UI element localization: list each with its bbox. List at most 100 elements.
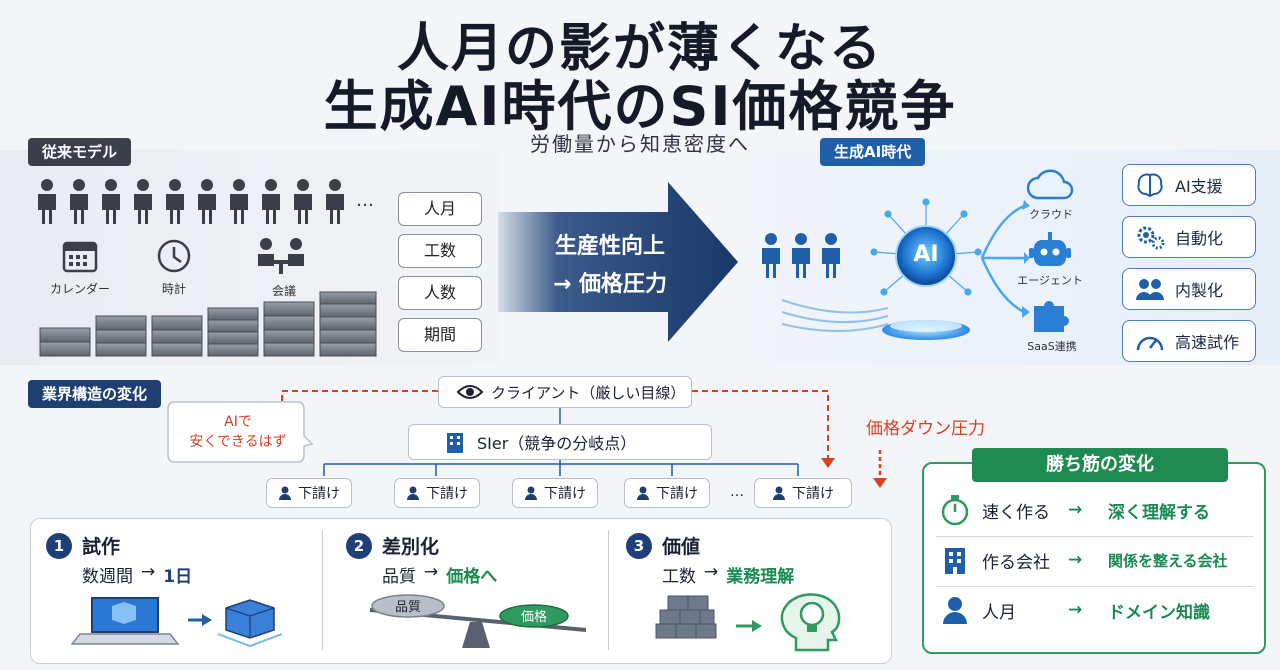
sier-box: SIer（競争の分岐点）	[408, 424, 712, 460]
productivity-arrow	[498, 182, 738, 342]
scale-right-label: 価格	[520, 610, 547, 625]
stage-2-from: 品質	[382, 567, 416, 587]
calendar-label: カレンダー	[49, 282, 110, 296]
scale-left-label: 品質	[394, 600, 421, 615]
bubble-line1: AIで	[224, 414, 252, 430]
person-icon	[279, 486, 291, 500]
insourcing-card: 内製化	[1122, 268, 1256, 310]
industry-connectors	[281, 390, 887, 488]
person-icon	[525, 486, 537, 500]
subcontractor-label: 下請け	[656, 486, 698, 502]
winning-strategy-panel	[922, 462, 1266, 654]
automation-label: 自動化	[1175, 229, 1224, 248]
worker-icon	[262, 179, 280, 224]
ai-core	[870, 198, 982, 340]
stage-1-change: 数週間 → 1日	[82, 562, 192, 587]
worker-icon	[38, 179, 56, 224]
stage-2-number: 2	[346, 533, 372, 559]
rapid-prototyping-label: 高速試作	[1175, 333, 1240, 352]
worker-icon	[326, 179, 344, 224]
winning-row-2-from: 作る会社	[982, 552, 1050, 573]
winning-row-2-to: 関係を整える会社	[1108, 551, 1228, 570]
genai-era-tag: 生成AI時代	[820, 138, 926, 166]
worker-icon	[134, 179, 152, 224]
subcontractor-2: 下請け	[394, 478, 480, 508]
blocks-to-lightbulb	[655, 593, 841, 652]
gears-icon	[1137, 226, 1165, 250]
arrow-line2: → 価格圧力	[552, 272, 668, 297]
building-icon	[447, 433, 463, 453]
stage-3-to: 業務理解	[726, 567, 795, 587]
stage-3-title: 価値	[662, 536, 701, 558]
subtitle: 労働量から知恵密度へ	[530, 132, 750, 156]
arrow-line1: 生産性向上	[554, 234, 665, 259]
winning-row-1: 速く作る → 深く理解する	[940, 494, 1252, 526]
workers-row	[38, 179, 344, 224]
stopwatch-icon	[941, 495, 969, 526]
price-pressure-label: 価格ダウン圧力	[866, 419, 985, 439]
worker-icon	[102, 179, 120, 224]
puzzle-icon	[1034, 301, 1069, 332]
brain-icon	[1137, 173, 1163, 198]
subcontractor-label: 下請け	[426, 486, 468, 502]
stage-3-from: 工数	[662, 567, 696, 587]
worker-icon	[198, 179, 216, 224]
balance-scale	[369, 594, 587, 648]
worker-icon	[294, 179, 312, 224]
subcontractor-1: 下請け	[266, 478, 352, 508]
subcontractor-3: 下請け	[512, 478, 598, 508]
person-icon	[943, 597, 967, 624]
robot-icon	[1029, 232, 1071, 266]
clock-label: 時計	[161, 282, 186, 296]
pill-man-month: 人月	[398, 192, 482, 226]
stage-3-arrow: →	[704, 562, 719, 582]
agent-label: エージェント	[1017, 274, 1083, 287]
automation-card: 自動化	[1122, 216, 1256, 258]
stage-1-title: 試作	[82, 536, 121, 558]
stage-3-change: 工数 → 業務理解	[662, 562, 794, 587]
cloud-label: クラウド	[1029, 208, 1073, 221]
stage-1-to: 1日	[163, 567, 193, 587]
winning-row-1-to: 深く理解する	[1108, 502, 1210, 523]
winning-row-2: 作る会社 → 関係を整える会社	[940, 544, 1252, 576]
stage-3-number: 3	[626, 533, 652, 559]
cloud-icon	[1026, 169, 1074, 200]
stage-2-change: 品質 → 価格へ	[382, 562, 497, 587]
clock-icon	[157, 239, 191, 273]
subcontractor-4: 下請け	[624, 478, 710, 508]
stage-divider	[322, 530, 323, 650]
meeting-icon	[258, 238, 304, 274]
output-arrows	[980, 200, 1030, 318]
laptop-to-block	[70, 597, 283, 648]
worker-icon	[70, 179, 88, 224]
winning-row-2-arrow: →	[1068, 550, 1083, 570]
winning-row-3-arrow: →	[1068, 600, 1083, 620]
winning-row-1-from: 速く作る	[982, 502, 1050, 523]
client-box: クライアント（厳しい目線）	[438, 376, 692, 408]
meeting-label: 会議	[271, 284, 296, 298]
traditional-model-tag: 従来モデル	[28, 138, 132, 166]
pill-duration: 期間	[398, 318, 482, 352]
saas-label: SaaS連携	[1027, 340, 1077, 353]
stage-1-number: 1	[46, 533, 72, 559]
pill-headcount: 人数	[398, 276, 482, 310]
eye-icon	[457, 385, 483, 399]
building-icon	[945, 548, 965, 574]
ai-core-label: AI	[913, 242, 939, 267]
subcontractor-label: 下請け	[544, 486, 586, 502]
team-icon	[1136, 279, 1164, 300]
winning-title: 勝ち筋の変化	[972, 448, 1228, 482]
stage-2-title: 差別化	[382, 536, 440, 558]
client-label: クライアント（厳しい目線）	[491, 383, 686, 402]
worker-icon	[230, 179, 248, 224]
worker-icon	[166, 179, 184, 224]
main-title-line1: 人月の影が薄くなる	[396, 19, 883, 79]
bubble-line2: 安くできるはず	[189, 434, 287, 450]
subcontractor-label: 下請け	[298, 486, 340, 502]
workers-ellipsis: …	[356, 190, 374, 211]
stage-2-arrow: →	[424, 562, 439, 582]
brick-stacks	[39, 291, 377, 357]
stage-2-to: 価格へ	[446, 567, 498, 587]
stage-1-from: 数週間	[82, 567, 133, 587]
calendar-icon	[62, 241, 98, 273]
